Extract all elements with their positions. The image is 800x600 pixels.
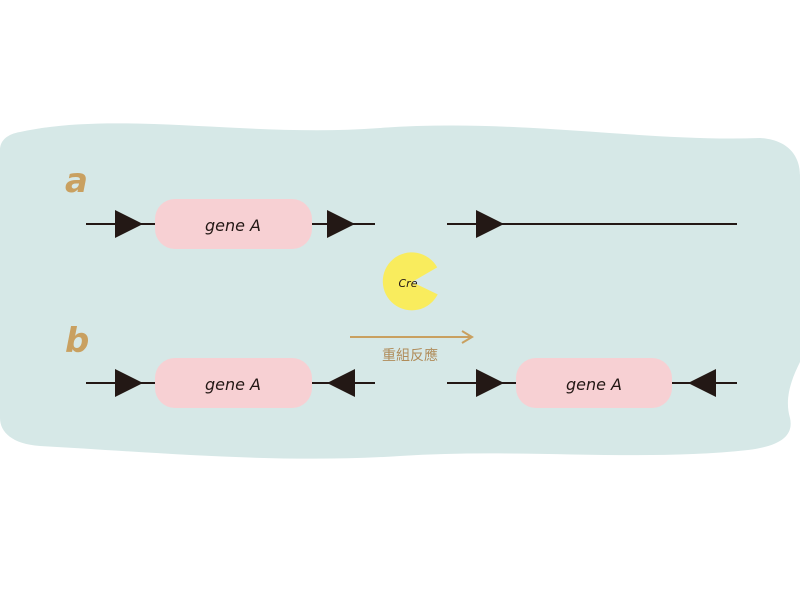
- site-marker-right: [115, 210, 143, 238]
- gene-label: gene A: [566, 375, 622, 394]
- site-marker-right: [115, 369, 143, 397]
- gene-label: gene A: [205, 375, 261, 394]
- site-marker-right: [476, 210, 504, 238]
- gene-box: [155, 199, 312, 249]
- panel-label-a: a: [65, 161, 88, 201]
- site-marker-left: [327, 369, 355, 397]
- gene-box: [516, 358, 672, 408]
- reaction-label: 重組反應: [382, 347, 438, 364]
- arrow-head-icon: [461, 330, 474, 344]
- gene-label: gene A: [205, 216, 261, 235]
- site-marker-right: [327, 210, 355, 238]
- site-marker-left: [688, 369, 716, 397]
- panel-label-b: b: [65, 321, 89, 361]
- cre-enzyme: Cre: [382, 252, 438, 311]
- pacman-icon: [382, 252, 438, 311]
- enzyme-label: Cre: [399, 277, 418, 290]
- construct-a-before: gene A: [86, 199, 375, 249]
- construct-b-after: gene A: [447, 358, 737, 408]
- site-marker-right: [476, 369, 504, 397]
- construct-b-before: gene A: [86, 358, 375, 408]
- reaction-arrow: 重組反應: [350, 330, 474, 364]
- construct-a-after: [447, 210, 737, 238]
- gene-box: [155, 358, 312, 408]
